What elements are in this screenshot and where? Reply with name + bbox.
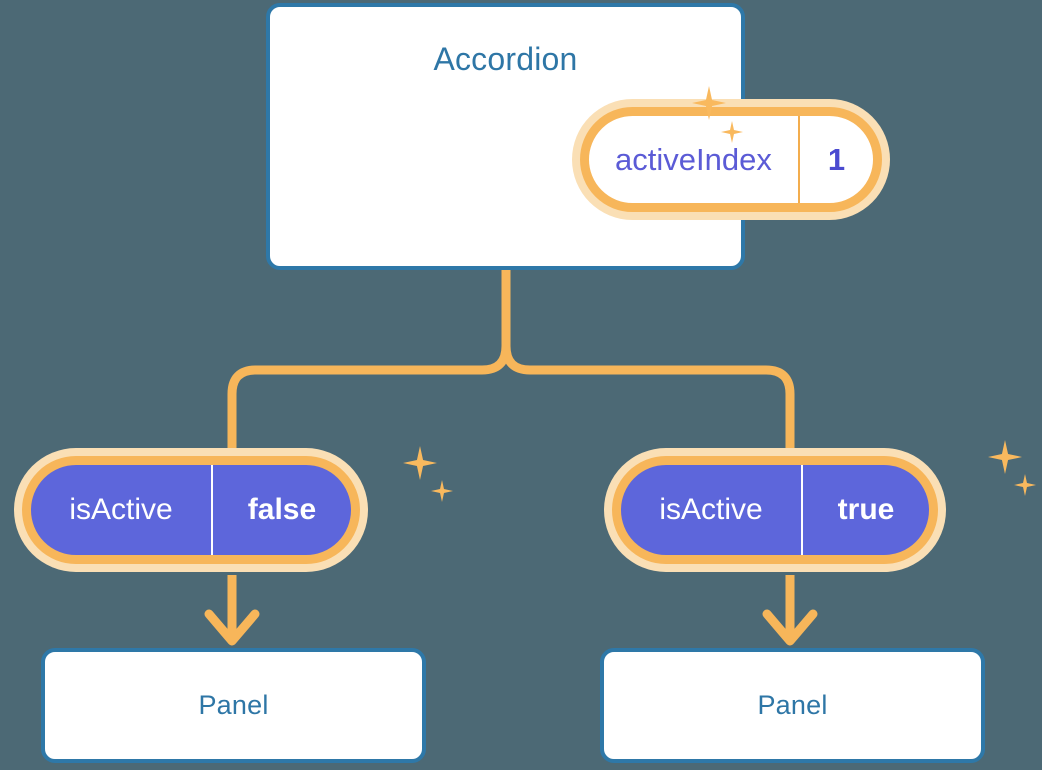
component-title-accordion: Accordion	[433, 41, 578, 77]
component-card-panel-left[interactable]: Panel	[41, 648, 426, 763]
state-pill-activeindex[interactable]: activeIndex 1	[580, 107, 883, 212]
state-pill-isactive-true[interactable]: isActive true	[612, 456, 938, 564]
state-value-isactive-left: false	[211, 465, 351, 555]
state-key-isactive-left: isActive	[69, 493, 173, 526]
component-card-accordion[interactable]: Accordion activeIndex 1	[266, 3, 883, 270]
connector-branch-left	[227, 341, 511, 463]
arrow-down-icon-right	[762, 609, 818, 646]
component-card-panel-right[interactable]: Panel	[600, 648, 985, 763]
state-key-activeindex: activeIndex	[615, 141, 772, 177]
state-value-isactive-right: true	[801, 465, 929, 555]
component-title-panel-left: Panel	[198, 690, 269, 720]
state-value-activeindex: 1	[797, 116, 873, 203]
connector-branch-right	[501, 341, 795, 463]
state-node-right: isActive true	[612, 456, 938, 564]
component-title-panel-right: Panel	[757, 690, 828, 720]
arrow-down-icon-left	[204, 609, 260, 646]
state-node-left: isActive false	[22, 456, 360, 564]
state-pill-isactive-false[interactable]: isActive false	[22, 456, 360, 564]
state-key-isactive-right: isActive	[659, 493, 763, 526]
